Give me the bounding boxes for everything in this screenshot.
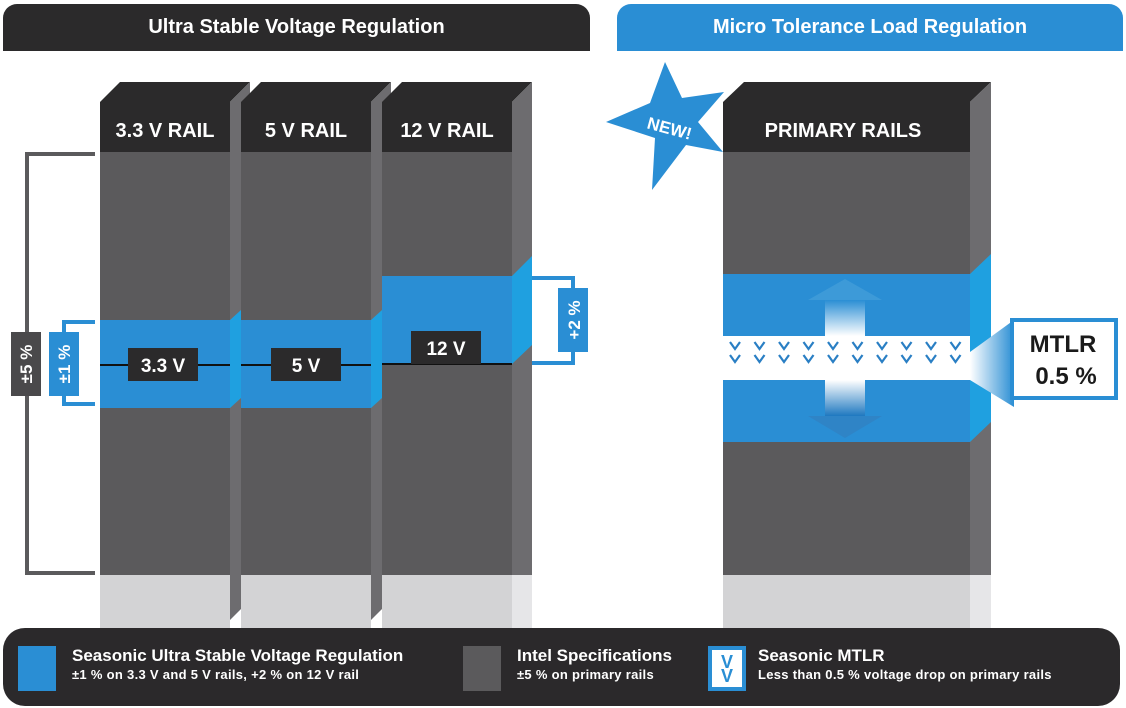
chevron-down-icon [753,341,766,351]
header-left-title: Ultra Stable Voltage Regulation [148,16,445,38]
chevron-down-icon [827,341,839,351]
seasonic-bracket-left: ±1 % [49,320,95,406]
rail-title-12v: 12 V RAIL [400,120,493,142]
mtlr-callout-box [1010,318,1118,400]
mtlr-callout-title: MTLR [1030,331,1097,358]
chevron-down-icon [851,354,864,364]
legend-subtitle: ±1 % on 3.3 V and 5 V rails, +2 % on 12 … [72,667,360,682]
mtlr-callout-value: 0.5 % [1035,363,1096,390]
up-arrow-icon [808,279,882,336]
chevron-down-icon [876,354,888,364]
chevron-down-icon [949,341,962,351]
chevron-down-icon [827,354,839,364]
down-arrow-icon [808,380,882,438]
header-right-title: Micro Tolerance Load Regulation [712,16,1028,38]
chevron-down-icon [778,341,790,351]
voltage-label-3v3: 3.3 V [141,356,186,377]
primary-rails-title: PRIMARY RAILS [765,120,922,142]
new-star-badge: NEW! [606,62,724,190]
chevron-down-icon [925,354,937,364]
legend-subtitle: ±5 % on primary rails [517,667,654,682]
intel-bracket: ±5 % [11,152,95,575]
header-micro-tolerance: Micro Tolerance Load Regulation [617,4,1123,51]
chevron-down-icon [729,341,741,351]
rail-title-3v3: 3.3 V RAIL [116,120,215,142]
voltage-label-5v: 5 V [292,356,321,377]
legend-title: Intel Specifications [517,646,672,665]
seasonic-bracket-left-label: ±1 % [55,345,74,384]
chevron-glyph: V [720,665,733,686]
voltage-label-12v: 12 V [426,339,465,360]
mtlr-chevrons [729,341,962,364]
legend-subtitle: Less than 0.5 % voltage drop on primary … [758,667,1052,682]
header-ultra-stable: Ultra Stable Voltage Regulation [3,4,590,51]
legend-item-intel: Intel Specifications ±5 % on primary rai… [463,646,672,691]
legend-item-mtlr: V V Seasonic MTLR Less than 0.5 % voltag… [708,646,1052,691]
chevron-down-icon [753,354,766,364]
chevron-down-icon [925,341,937,351]
chevron-down-icon [876,341,888,351]
voltage-label-3v3-box [128,348,198,381]
chevron-down-icon [949,354,962,364]
chevron-down-icon [900,354,913,364]
chevron-down-icon [802,341,815,351]
legend-title: Seasonic MTLR [758,646,885,665]
seasonic-bracket-right-label: +2 % [565,300,584,339]
double-chevron-icon: V V [708,646,746,691]
legend-item-seasonic: Seasonic Ultra Stable Voltage Regulation… [18,646,403,691]
intel-bracket-label: ±5 % [17,345,36,384]
chevron-glyph: V [720,651,733,672]
mtlr-callout-pointer [970,320,1014,407]
rail-title-5v: 5 V RAIL [265,120,347,142]
chevron-down-icon [778,354,790,364]
seasonic-bracket-right: +2 % [532,276,588,365]
gray-swatch-icon [463,646,501,691]
chevron-down-icon [900,341,913,351]
legend-title: Seasonic Ultra Stable Voltage Regulation [72,646,404,665]
chevron-down-icon [802,354,815,364]
chevron-down-icon [729,354,741,364]
chevron-down-icon [851,341,864,351]
legend: Seasonic Ultra Stable Voltage Regulation… [3,628,1120,706]
blue-swatch-icon [18,646,56,691]
